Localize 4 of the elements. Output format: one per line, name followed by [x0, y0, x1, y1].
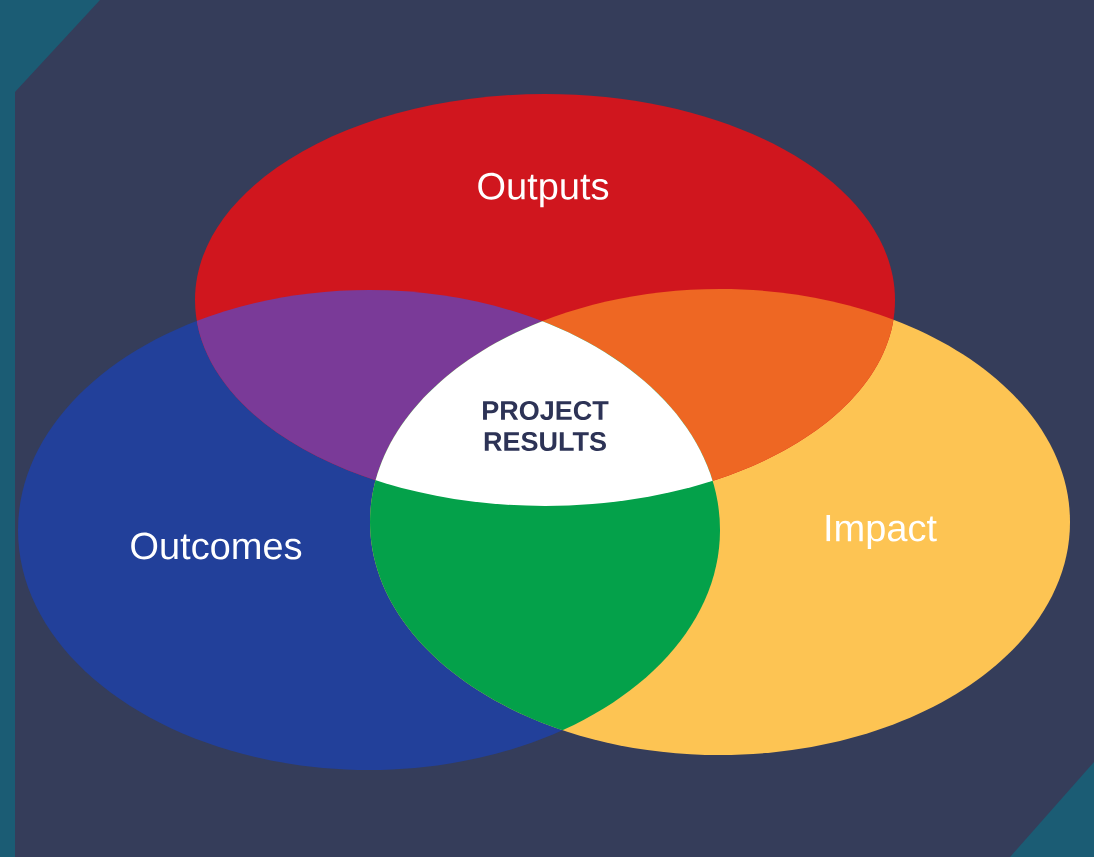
center-label: PROJECT RESULTS [483, 400, 609, 452]
circle-label: Outcomes [131, 532, 302, 560]
circle-label: Impact [826, 515, 937, 550]
circle-label: Outputs [478, 172, 609, 208]
